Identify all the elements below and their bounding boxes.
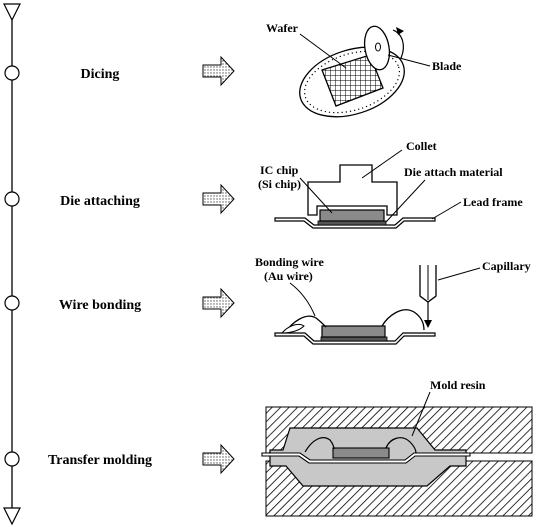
die-attach-material: [317, 220, 387, 226]
timeline-node-dicing: [4, 65, 20, 81]
ic-chip: [319, 209, 385, 222]
wire-bonding-illustration: Capillary Bonding wire (Au wire): [255, 255, 531, 345]
step-arrow-die-attaching-icon: [202, 183, 235, 215]
tm-ic-chip: [332, 447, 390, 459]
timeline: [3, 3, 21, 526]
wafer-rim-dots: [304, 50, 400, 114]
mold-resin-leader: [411, 391, 431, 437]
step-label-wire-bonding: Wire bonding: [59, 298, 141, 313]
wafer-die-grid: [321, 54, 384, 107]
bonding-wire-label-line2: (Au wire): [264, 269, 313, 283]
capillary-label: Capillary: [482, 259, 531, 273]
blade-leader: [387, 54, 431, 67]
dicing-illustration: Wafer Blade: [266, 21, 462, 118]
bonding-wire-label-line1: Bonding wire: [255, 255, 324, 269]
step-label-transfer-molding: Transfer molding: [48, 453, 152, 468]
step-label-die-attaching: Die attaching: [60, 194, 140, 209]
collet-label: Collet: [406, 139, 437, 153]
step-arrows: [202, 55, 235, 475]
step-arrow-wire-bonding-icon: [202, 287, 235, 319]
blade-label: Blade: [432, 59, 462, 73]
lead-frame-label: Lead frame: [463, 195, 523, 209]
timeline-node-die-attaching: [4, 191, 20, 207]
capillary-motion-arrow-icon: [424, 320, 432, 328]
lead-frame: [274, 217, 436, 229]
step-arrow-dicing-icon: [202, 55, 235, 87]
bonding-wire-left: [284, 315, 327, 334]
capillary-leader: [437, 267, 481, 281]
timeline-node-wire-bonding: [4, 295, 20, 311]
step-label-dicing: Dicing: [81, 67, 120, 82]
lead-frame-leader: [431, 201, 462, 220]
die-attach-material-label: Die attach material: [404, 165, 503, 179]
timeline-end-arrow-icon: [3, 507, 21, 526]
wafer-leader: [299, 33, 347, 69]
die-attach-illustration: Collet IC chip (Si chip) Die attach mate…: [258, 139, 523, 229]
wb-die-attach-material: [320, 336, 388, 342]
wb-lead-frame: [274, 332, 436, 345]
tm-lead-frame: [261, 452, 471, 464]
tm-bonding-wire-left: [304, 437, 335, 453]
timeline-node-transfer-molding: [4, 451, 20, 467]
bonding-wire-right: [381, 309, 425, 331]
ic-chip-label-line2: (Si chip): [258, 177, 301, 191]
collet: [307, 164, 398, 216]
tm-bonding-wire-right: [385, 437, 417, 454]
bonding-wire-leader: [289, 282, 316, 317]
ic-chip-leader: [299, 177, 333, 214]
wafer-label: Wafer: [266, 21, 299, 35]
collet-leader: [361, 149, 403, 179]
blade-rotation-arrow-icon: [392, 29, 404, 59]
blade-hub: [375, 42, 381, 52]
bonding-wire-left-ball: [280, 323, 305, 334]
wb-ic-chip: [321, 325, 386, 338]
timeline-start-arrow-icon: [3, 3, 21, 22]
step-arrow-transfer-molding-icon: [202, 443, 235, 475]
ic-chip-label-line1: IC chip: [260, 163, 299, 177]
transfer-molding-illustration: Mold resin: [261, 378, 533, 517]
die-attach-material-leader: [385, 179, 426, 223]
mold-resin-label: Mold resin: [430, 378, 486, 392]
blade-rotation-arrowhead-icon: [396, 27, 404, 35]
